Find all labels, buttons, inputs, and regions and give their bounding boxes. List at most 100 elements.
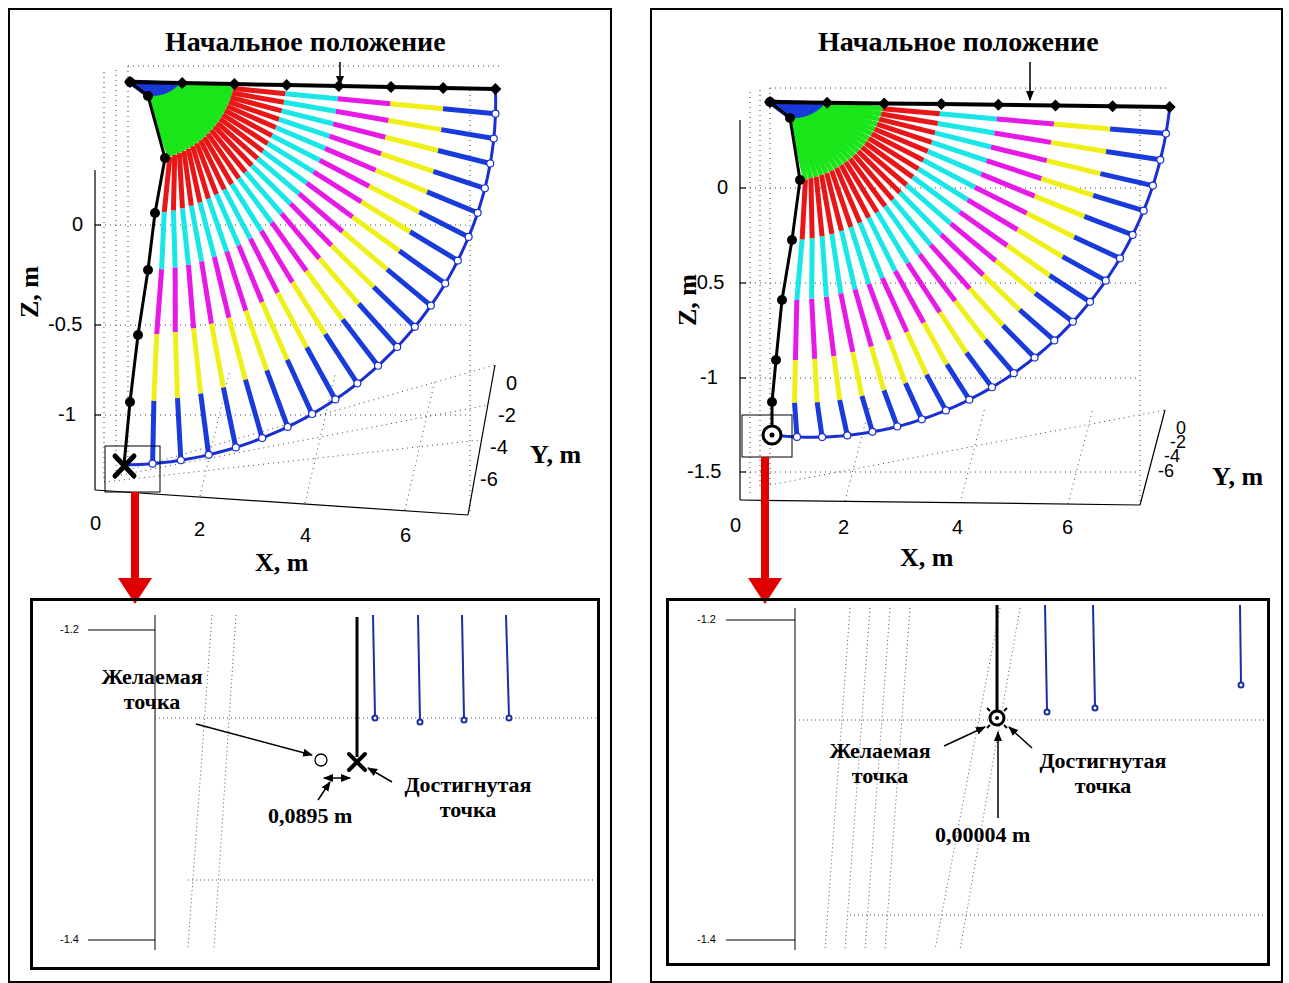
tip-point [1129,231,1136,238]
link-segment [853,352,862,396]
link-segment [970,289,1003,326]
plot-line [88,940,155,941]
tick-label: -1.4 [697,933,716,946]
tip-point [332,396,339,403]
tip-point [1010,370,1017,377]
link-segment [149,96,169,156]
tip-point [394,343,401,350]
plot-line [750,92,751,495]
tip-point [177,457,184,464]
plot-circle [462,718,467,723]
tick-label: -6 [1158,461,1174,482]
link-segment [427,192,478,213]
link-segment [1027,213,1074,237]
plot-line [1068,408,1093,504]
link-segment [336,111,389,120]
plot-circle [763,426,781,444]
link-segment [194,329,201,394]
plot-line [740,282,746,283]
link-segment [1007,246,1049,276]
plot-line [1140,410,1165,505]
plot-line [128,66,500,67]
link-segment [928,151,981,174]
link-segment [387,269,431,305]
link-segment [987,161,1042,179]
link-segment [1047,161,1101,174]
link-segment [438,151,490,164]
tip-point [149,460,156,467]
plot-g [155,615,596,948]
plot-line [418,615,420,720]
link-segment [201,394,209,455]
link-segment [832,234,841,293]
plot-line [115,456,134,476]
tick-label: 6 [1062,516,1073,539]
link-segment [792,360,798,403]
tip-trajectory [124,89,496,465]
tip-point [1031,354,1038,361]
link-segment [276,128,325,149]
link-segment [223,387,235,447]
tip-point [465,233,472,240]
tip-point [1069,318,1076,325]
link-segment [1074,237,1120,258]
tip-point [490,135,497,142]
link-segment [314,172,362,202]
link-segment [1020,310,1055,340]
plot-line [116,405,488,476]
link-segment [938,123,995,133]
link-segment [855,289,871,346]
link-segment [307,348,336,400]
plot-line [760,90,761,490]
joint-dot [787,235,797,245]
link-segment [955,301,985,340]
zoom-arrow [118,457,782,604]
link-segment [1110,129,1166,134]
plot-line [368,768,392,782]
link-segment [399,251,445,284]
tick-label: 2 [194,518,205,541]
link-segment [227,252,246,311]
plot-rect [761,457,769,580]
tip-point [793,433,800,440]
plot-line [349,754,365,770]
tip-point [427,302,434,309]
plot-line [324,777,350,779]
link-segment [325,334,357,383]
plot-line [944,727,985,746]
link-segment [960,212,1008,246]
plot-line [1140,110,1141,505]
tick-label: -1.2 [697,613,716,626]
link-segment [184,151,191,206]
plot-line [95,324,101,325]
link-segment [287,360,312,414]
tip-point [487,160,494,167]
tick-label: 6 [400,524,411,547]
link-segment [1003,325,1035,357]
joint-diamond [437,82,449,94]
zoom-frame [742,415,792,457]
link-segment [433,171,484,188]
plot-line [825,608,850,950]
tip-point [1162,130,1169,137]
link-segment [388,121,441,130]
link-segment [869,218,895,271]
plot-line [1045,605,1047,710]
plot-line [115,456,134,476]
tip-point [442,280,449,287]
link-segment [162,212,165,269]
link-segment [983,275,1019,310]
plot-circle [995,716,999,720]
grid-lines [740,88,1170,505]
link-segment [441,130,493,139]
link-segment [281,214,319,259]
plot-line [356,617,359,757]
tip-point [375,362,382,369]
tip-point [894,423,901,430]
tip-point [284,423,291,430]
tip-point [1116,255,1123,262]
axis-title: Y, m [1212,462,1263,492]
link-segment [200,202,214,256]
link-segment [869,284,890,340]
